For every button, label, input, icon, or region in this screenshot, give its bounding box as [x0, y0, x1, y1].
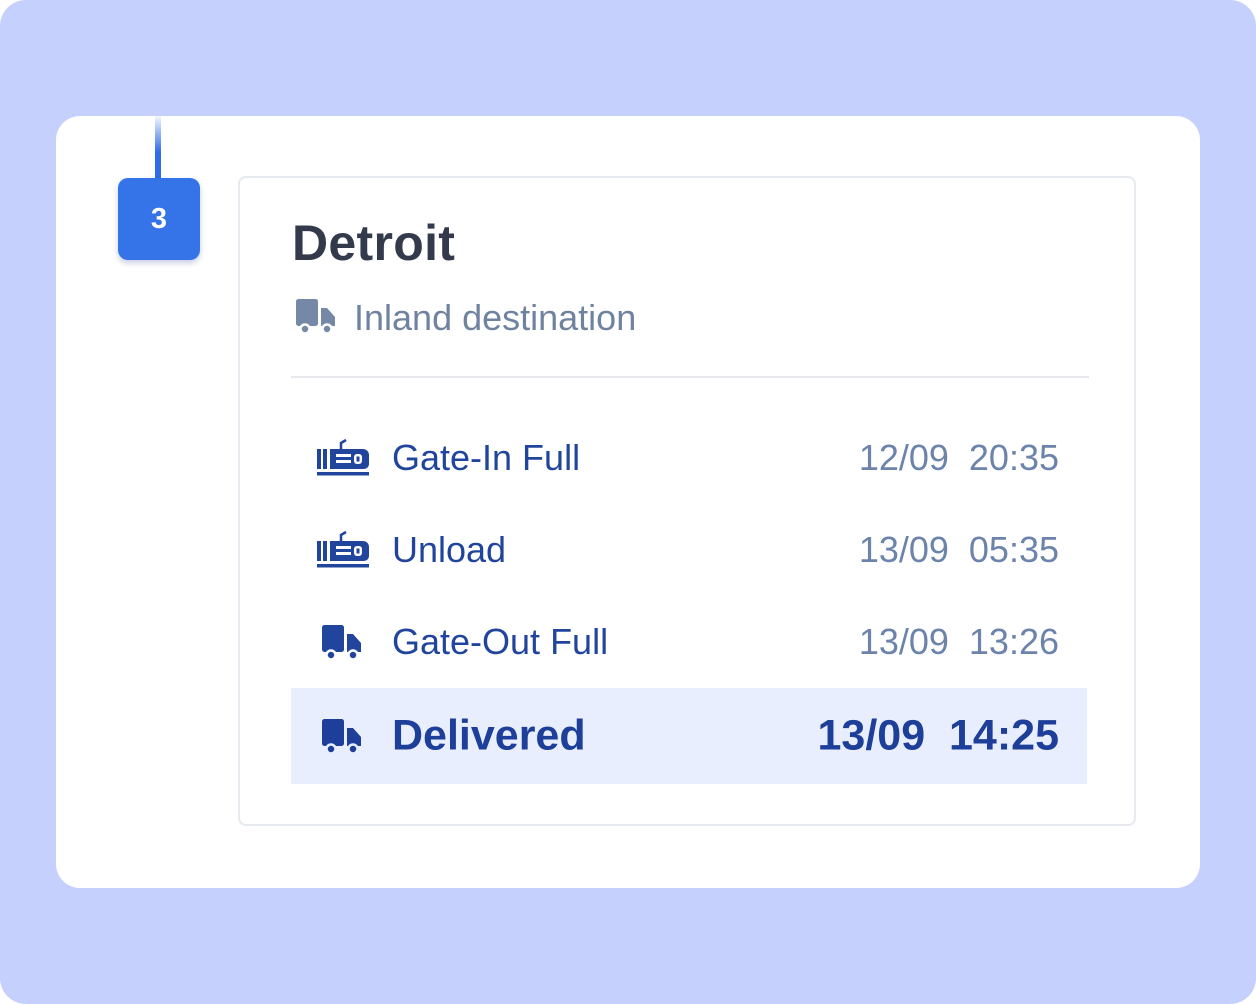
event-datetime: 13/09 13:26	[858, 621, 1059, 662]
event-row: Unload 13/09 05:35	[291, 504, 1087, 596]
event-row-current: Delivered 13/09 14:25	[291, 688, 1087, 784]
event-row: Gate-In Full 12/09 20:35	[291, 412, 1087, 504]
event-datetime: 12/09 20:35	[858, 437, 1059, 478]
truck-icon	[315, 622, 371, 662]
train-icon	[315, 530, 371, 570]
location-type: Inland destination	[294, 294, 636, 342]
event-datetime: 13/09 05:35	[858, 529, 1059, 570]
truck-icon	[294, 296, 340, 341]
location-type-label: Inland destination	[354, 297, 637, 338]
train-icon	[315, 438, 371, 478]
event-datetime: 13/09 14:25	[817, 711, 1059, 760]
event-label: Unload	[392, 529, 507, 570]
step-badge: 3	[118, 178, 200, 260]
location-card: Detroit Inland destination	[238, 176, 1136, 826]
event-label: Delivered	[392, 711, 586, 760]
step-number: 3	[150, 202, 168, 235]
event-label: Gate-Out Full	[392, 621, 609, 662]
timeline-connector	[155, 116, 161, 182]
truck-icon	[315, 716, 371, 756]
divider	[291, 376, 1089, 378]
event-label: Gate-In Full	[392, 437, 581, 478]
location-city: Detroit	[292, 215, 456, 271]
event-row: Gate-Out Full 13/09 13:26	[291, 596, 1087, 688]
